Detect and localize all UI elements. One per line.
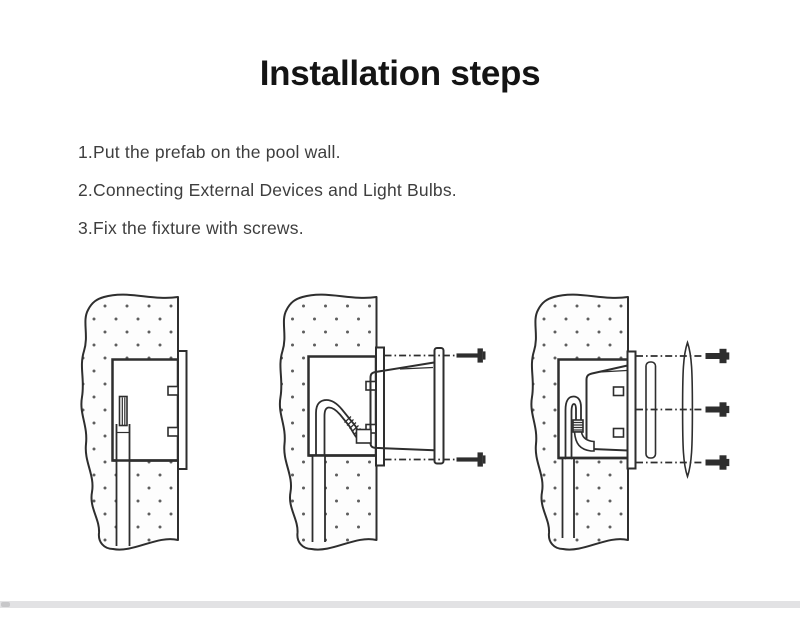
horizontal-scrollbar-track[interactable] (0, 601, 800, 608)
screw-icon (705, 455, 730, 470)
mounting-flange (626, 350, 637, 470)
horizontal-scrollbar-thumb[interactable] (1, 602, 10, 607)
page-title: Installation steps (259, 54, 541, 93)
clip-tab (167, 385, 179, 396)
cable-conduit (311, 455, 326, 542)
screw-icon (456, 452, 486, 467)
cable-conduit (561, 458, 575, 538)
screw-icon (705, 348, 730, 364)
power-cable (118, 395, 128, 427)
step-item-3: 3.Fix the fixture with screws. (78, 218, 304, 238)
cable-connector (355, 428, 372, 444)
fixture-flange-ring (433, 347, 445, 465)
mounting-flange (375, 346, 385, 467)
step-item-2: 2.Connecting External Devices and Light … (78, 180, 457, 200)
diagram-step1-prefab-niche-in-pool-wall (80, 293, 188, 551)
light-fixture (369, 347, 445, 465)
step-item-1: 1.Put the prefab on the pool wall. (78, 142, 341, 162)
power-cable (315, 399, 372, 457)
cable-connector (573, 431, 595, 452)
diagram-step2-connect-cable-and-fixture (278, 293, 486, 551)
clip-tab (167, 426, 179, 437)
screw-icon (456, 348, 486, 363)
light-fixture (585, 364, 629, 452)
clip-tab (612, 427, 625, 438)
cable-conduit (115, 424, 131, 546)
trim-ring (681, 340, 694, 479)
installation-steps-list: 1.Put the prefab on the pool wall. 2.Con… (78, 140, 457, 254)
screw-icon (705, 402, 730, 417)
power-cable (564, 395, 595, 460)
diagram-step3-fix-fixture-with-screws (530, 293, 730, 551)
clip-tab (612, 386, 625, 397)
mounting-flange (177, 350, 188, 470)
